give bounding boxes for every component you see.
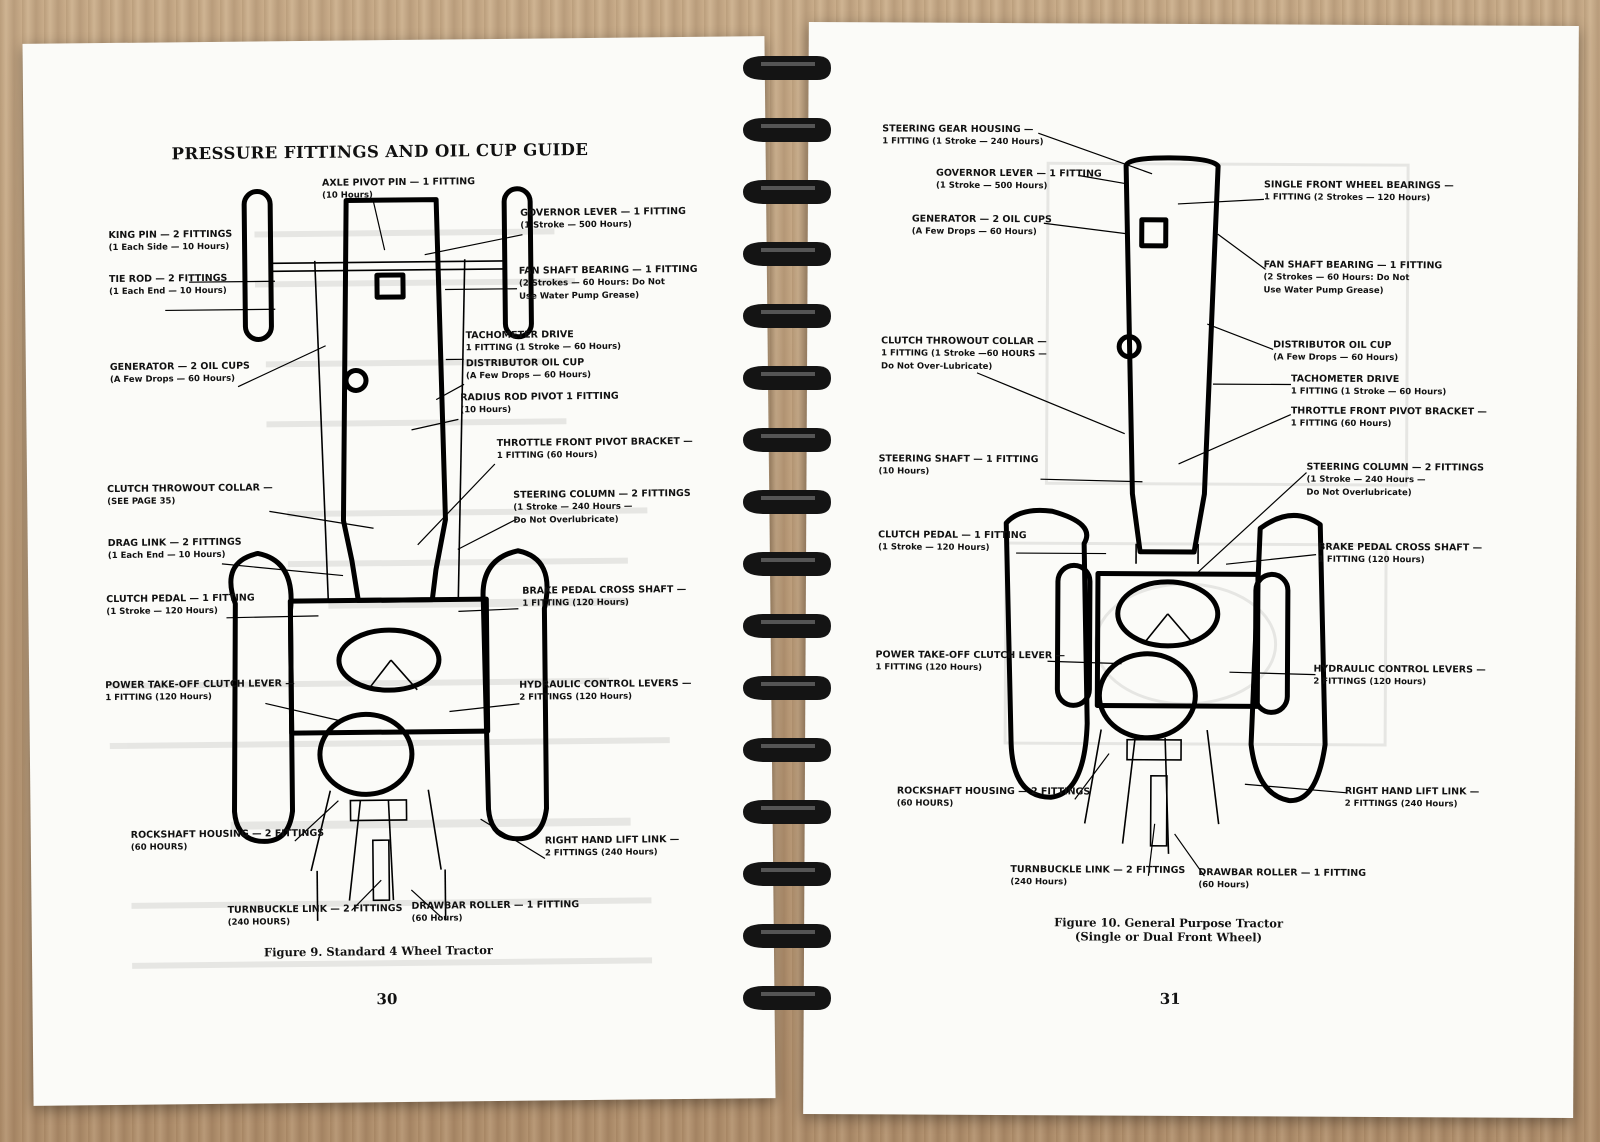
binding-ring-highlight — [761, 372, 815, 376]
label-axle-pivot-pin: AXLE PIVOT PIN — 1 FITTING(10 Hours) — [321, 176, 476, 201]
binding-ring-highlight — [761, 496, 815, 500]
label-throttle-front-pivot: THROTTLE FRONT PIVOT BRACKET —1 FITTING … — [1290, 405, 1487, 430]
binding-ring — [743, 986, 831, 1010]
label-rockshaft-housing: ROCKSHAFT HOUSING — 2 FITTINGS(60 HOURS) — [896, 785, 1091, 809]
steering-wheel — [1115, 579, 1221, 649]
binding-ring-highlight — [761, 62, 815, 66]
radiator-cap — [1139, 217, 1169, 249]
binding-ring — [743, 552, 831, 576]
label-turnbuckle-link: TURNBUCKLE LINK — 2 FITTINGS(240 Hours) — [1010, 864, 1186, 888]
binding-ring — [743, 118, 831, 142]
spiral-binding — [743, 56, 831, 1010]
rear-housing — [1094, 571, 1261, 709]
binding-ring-highlight — [761, 620, 815, 624]
label-single-front-wheel-bearings: SINGLE FRONT WHEEL BEARINGS —1 FITTING (… — [1263, 179, 1454, 204]
binding-ring-highlight — [761, 744, 815, 748]
left-page: PRESSURE FITTINGS AND OIL CUP GUIDE — [22, 36, 776, 1106]
label-brake-pedal-cross-shaft: BRAKE PEDAL CROSS SHAFT —1 FITTING (120 … — [1318, 541, 1483, 566]
binding-ring — [743, 490, 831, 514]
binding-ring — [743, 676, 831, 700]
label-drawbar-roller: DRAWBAR ROLLER — 1 FITTING(60 Hours) — [411, 899, 580, 924]
label-generator: GENERATOR — 2 OIL CUPS(A Few Drops — 60 … — [109, 360, 250, 386]
binding-ring — [743, 242, 831, 266]
figure-9-caption: Figure 9. Standard 4 Wheel Tractor — [263, 943, 493, 960]
seat — [1096, 651, 1198, 741]
binding-ring-highlight — [761, 124, 815, 128]
binding-ring-highlight — [761, 868, 815, 872]
right-page: STEERING GEAR HOUSING —1 FITTING (1 Stro… — [803, 21, 1579, 1119]
label-steering-shaft: STEERING SHAFT — 1 FITTING(10 Hours) — [878, 453, 1039, 477]
binding-ring-highlight — [761, 186, 815, 190]
binding-ring-highlight — [761, 992, 815, 996]
oil-cup-circle — [343, 367, 369, 393]
rear-housing — [287, 596, 491, 736]
hood-outline — [1123, 155, 1221, 555]
binding-ring — [743, 56, 831, 80]
rear-left-wheel — [1003, 507, 1090, 800]
label-right-hand-lift-link: RIGHT HAND LIFT LINK —2 FITTINGS (240 Ho… — [1344, 785, 1480, 810]
binding-ring-highlight — [761, 806, 815, 810]
binding-ring — [743, 428, 831, 452]
figure-10-caption: Figure 10. General Purpose Tractor(Singl… — [1054, 915, 1284, 945]
binding-ring-highlight — [761, 434, 815, 438]
radiator-cap — [374, 272, 406, 300]
label-generator: GENERATOR — 2 OIL CUPS(A Few Drops — 60 … — [911, 213, 1052, 238]
binding-ring — [743, 862, 831, 886]
oil-cup-circle — [1116, 334, 1142, 360]
general-purpose-tractor-diagram — [976, 132, 1347, 877]
page-number-left: 30 — [376, 990, 398, 1009]
label-rockshaft-housing: ROCKSHAFT HOUSING — 2 FITTINGS(60 HOURS) — [130, 827, 325, 853]
binding-ring-highlight — [761, 930, 815, 934]
binding-ring — [743, 614, 831, 638]
binding-ring-highlight — [761, 248, 815, 252]
dual-left-wheel — [1054, 562, 1093, 708]
label-right-hand-lift-link: RIGHT HAND LIFT LINK —2 FITTINGS (240 Ho… — [544, 834, 680, 859]
seat — [317, 711, 415, 797]
binding-ring — [743, 180, 831, 204]
label-tie-rod: TIE ROD — 2 FITTINGS(1 Each End — 10 Hou… — [108, 272, 228, 298]
binding-ring — [743, 366, 831, 390]
label-clutch-throwout-collar: CLUTCH THROWOUT COLLAR —(SEE PAGE 35) — [107, 482, 273, 508]
hood-outline — [340, 197, 448, 603]
label-distributor-oil-cup: DISTRIBUTOR OIL CUP(A Few Drops — 60 Hou… — [465, 357, 592, 382]
label-steering-gear-housing: STEERING GEAR HOUSING —1 FITTING (1 Stro… — [882, 123, 1044, 148]
label-clutch-throwout-collar: CLUTCH THROWOUT COLLAR —1 FITTING (1 Str… — [881, 335, 1047, 372]
label-governor-lever: GOVERNOR LEVER — 1 FITTING(1 Stroke — 50… — [935, 167, 1102, 192]
rear-right-wheel — [1248, 512, 1328, 804]
binding-ring-highlight — [761, 558, 815, 562]
label-clutch-pedal: CLUTCH PEDAL — 1 FITTING(1 Stroke — 120 … — [106, 592, 255, 618]
binding-ring — [743, 924, 831, 948]
label-hydraulic-control-levers: HYDRAULIC CONTROL LEVERS —2 FITTINGS (12… — [519, 677, 692, 703]
binding-ring — [743, 800, 831, 824]
steering-wheel — [336, 627, 442, 693]
label-fan-shaft-bearing: FAN SHAFT BEARING — 1 FITTING(2 Strokes … — [1263, 259, 1443, 297]
label-brake-pedal-cross-shaft: BRAKE PEDAL CROSS SHAFT —1 FITTING (120 … — [522, 583, 687, 609]
rear-right-wheel — [480, 548, 550, 842]
label-power-take-off-clutch-lever: POWER TAKE-OFF CLUTCH LEVER —1 FITTING (… — [105, 678, 295, 704]
binding-ring — [743, 738, 831, 762]
label-distributor-oil-cup: DISTRIBUTOR OIL CUP(A Few Drops — 60 Hou… — [1273, 339, 1399, 364]
label-steering-column: STEERING COLUMN — 2 FITTINGS(1 Stroke — … — [1306, 461, 1485, 499]
binding-ring-highlight — [761, 310, 815, 314]
label-power-take-off-clutch-lever: POWER TAKE-OFF CLUTCH LEVER —1 FITTING (… — [875, 649, 1066, 673]
label-throttle-front-pivot: THROTTLE FRONT PIVOT BRACKET —1 FITTING … — [496, 435, 693, 461]
page-number-right: 31 — [1159, 989, 1181, 1008]
standard-tractor-diagram — [165, 186, 550, 921]
label-steering-column: STEERING COLUMN — 2 FITTINGS(1 Stroke — … — [513, 487, 691, 526]
binding-ring-highlight — [761, 682, 815, 686]
label-hydraulic-control-levers: HYDRAULIC CONTROL LEVERS —2 FITTINGS (12… — [1313, 663, 1486, 688]
label-governor-lever: GOVERNOR LEVER — 1 FITTING(1 Stroke — 50… — [520, 205, 686, 231]
label-king-pin: KING PIN — 2 FITTINGS(1 Each Side — 10 H… — [108, 228, 233, 254]
front-left-wheel — [241, 188, 274, 342]
label-turnbuckle-link: TURNBUCKLE LINK — 2 FITTINGS(240 HOURS) — [227, 902, 403, 928]
label-clutch-pedal: CLUTCH PEDAL — 1 FITTING(1 Stroke — 120 … — [878, 529, 1027, 553]
label-radius-rod-pivot: RADIUS ROD PIVOT 1 FITTING(10 Hours) — [460, 390, 619, 416]
front-right-wheel — [501, 186, 534, 340]
label-drawbar-roller: DRAWBAR ROLLER — 1 FITTING(60 Hours) — [1198, 867, 1367, 891]
binding-ring — [743, 304, 831, 328]
label-drag-link: DRAG LINK — 2 FITTINGS(1 Each End — 10 H… — [107, 536, 242, 562]
label-fan-shaft-bearing: FAN SHAFT BEARING — 1 FITTING(2 Strokes … — [518, 263, 698, 302]
